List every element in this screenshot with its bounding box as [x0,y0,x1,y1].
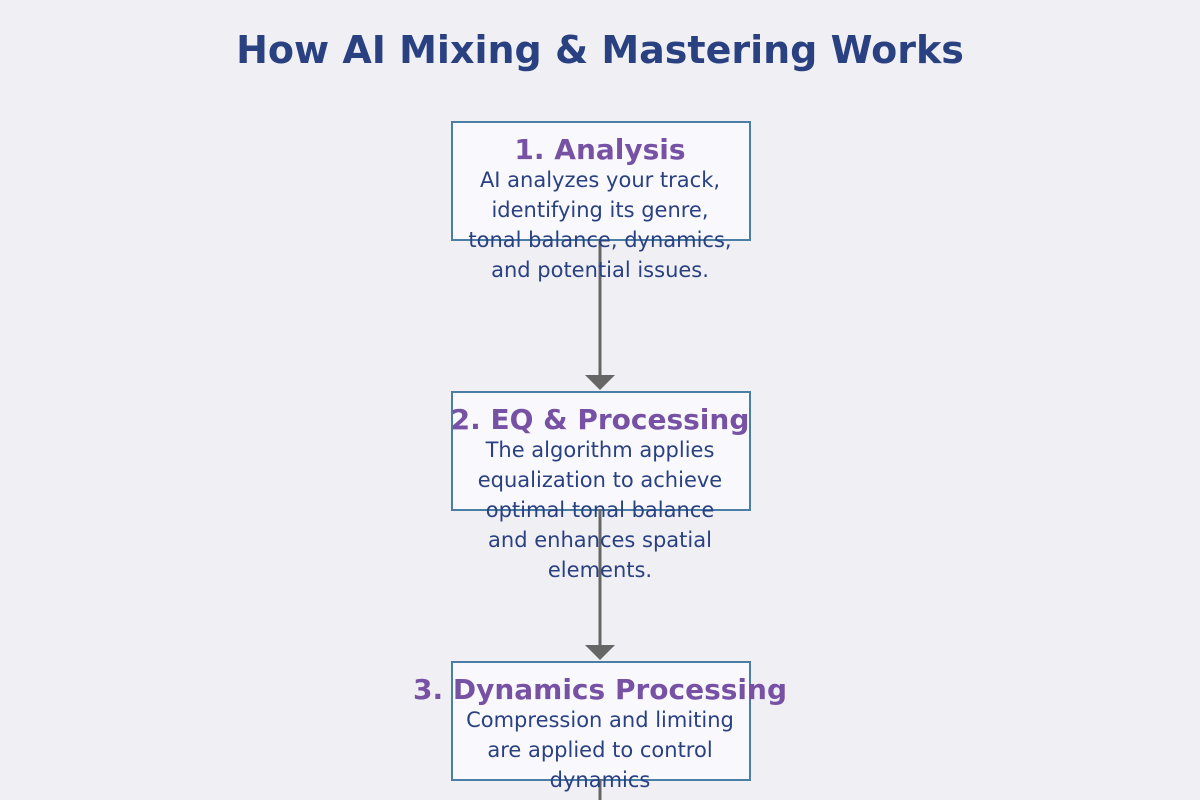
step-analysis: 1. Analysis AI analyzes your track, iden… [380,135,820,285]
step-description: AI analyzes your track, identifying its … [468,168,732,282]
step-title: 2. EQ & Processing [450,403,750,436]
step-title: 3. Dynamics Processing [412,673,788,706]
diagram-title: How AI Mixing & Mastering Works [236,28,964,72]
step-title: 1. Analysis [514,133,686,166]
arrow-head-icon [585,375,615,390]
step-eq-processing: 2. EQ & Processing The algorithm applies… [380,405,820,585]
step-dynamics-processing: 3. Dynamics Processing Compression and l… [380,675,820,795]
step-description: Compression and limiting are applied to … [466,708,734,792]
step-box-analysis [451,121,751,241]
step-box-dynamics-processing [451,661,751,781]
arrow-head-icon [585,645,615,660]
step-description: The algorithm applies equalization to ac… [477,438,723,582]
